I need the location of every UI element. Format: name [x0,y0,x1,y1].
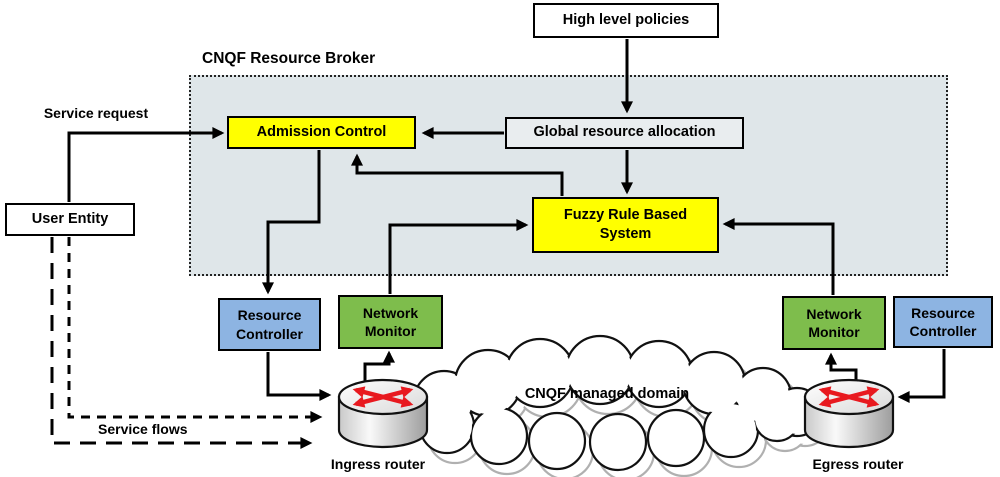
service-request-label: Service request [43,105,149,121]
ingress-router-label: Ingress router [330,456,426,472]
admission-control-box: Admission Control [227,116,416,149]
egress-router-label: Egress router [812,456,904,472]
arrow-network-monitor-left-to-frbs [388,219,529,294]
arrow-egress-router-to-network-monitor [825,352,858,382]
ingress-router-icon [337,378,429,449]
service-flows-label: Service flows [98,421,188,437]
user-entity-box: User Entity [5,203,135,236]
cnqf-resource-broker-title: CNQF Resource Broker [202,50,376,67]
network-monitor-right-box: Network Monitor [782,296,886,350]
arrow-resource-controller-to-ingress-router [266,352,332,401]
network-monitor-left-box: Network Monitor [338,295,443,349]
arrow-ingress-router-to-network-monitor [363,350,395,382]
cloud-shape [412,334,831,477]
resource-controller-left-box: Resource Controller [218,298,321,351]
arrow-network-monitor-right-to-frbs [722,218,835,295]
arrow-frbs-to-admission-control [351,153,564,196]
egress-router-icon [803,378,895,449]
cloud-domain-label: CNQF managed domain [524,386,690,402]
arrow-admission-control-to-resource-controller [262,150,321,295]
dashed-service-flow-lower [50,237,313,449]
dashed-service-flow-upper [67,237,323,423]
arrow-user-entity-to-admission-control [67,127,225,202]
arrow-resource-controller-to-egress-router [897,349,946,403]
global-resource-allocation-box: Global resource allocation [505,117,744,149]
resource-controller-right-box: Resource Controller [893,296,993,348]
high-level-policies-box: High level policies [533,3,719,38]
fuzzy-rule-based-system-box: Fuzzy Rule Based System [532,197,719,253]
